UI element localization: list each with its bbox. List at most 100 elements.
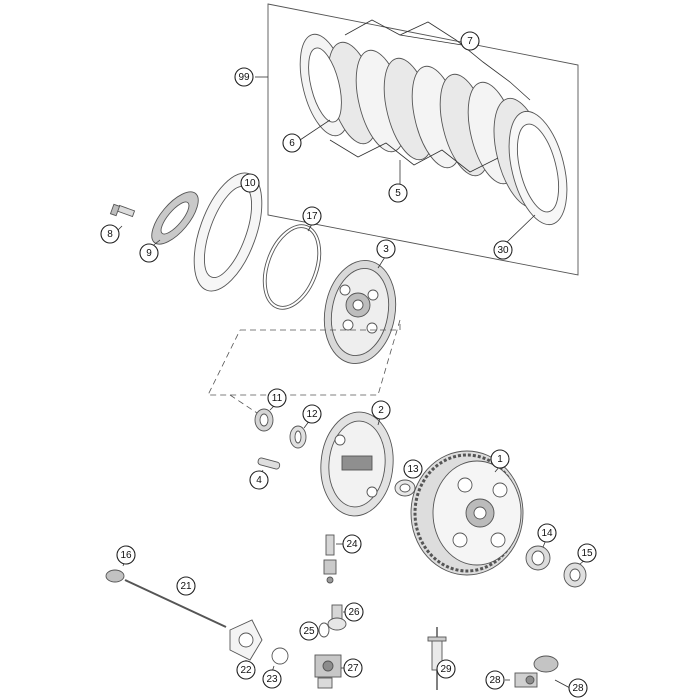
callout-5: 5 (388, 183, 408, 203)
callout-circle (371, 400, 391, 420)
callout-circle (403, 459, 423, 479)
callout-number: 22 (240, 665, 252, 676)
banjo-bolt-part (327, 604, 347, 631)
callout-circle (176, 576, 196, 596)
callout-circle (236, 660, 256, 680)
callout-6: 6 (282, 133, 302, 153)
bracket-lines (255, 19, 536, 243)
callout-28: 28 (568, 678, 588, 698)
callout-circle (240, 173, 260, 193)
callout-27: 27 (343, 658, 363, 678)
washer-part (394, 479, 416, 497)
callout-16: 16 (116, 545, 136, 565)
callout-circle (116, 545, 136, 565)
callout-2: 2 (371, 400, 391, 420)
gasket-part (229, 619, 263, 661)
callout-number: 16 (120, 550, 132, 561)
slave-cylinder-part (314, 654, 342, 689)
callout-circle (299, 621, 319, 641)
thrust-washer-part (289, 425, 307, 449)
callout-number: 24 (346, 539, 358, 550)
callout-25: 25 (299, 621, 319, 641)
callout-circle (342, 534, 362, 554)
callout-number: 28 (572, 683, 584, 694)
callout-30: 30 (493, 240, 513, 260)
callout-17: 17 (302, 206, 322, 226)
callout-circle (249, 470, 269, 490)
callout-number: 9 (146, 248, 152, 259)
needle-cage-part (525, 545, 551, 571)
callout-number: 14 (541, 528, 553, 539)
callout-8: 8 (100, 224, 120, 244)
clutch-master-cylinder-part (514, 655, 559, 688)
callout-4: 4 (249, 470, 269, 490)
callout-circle (485, 670, 505, 690)
callout-circle (460, 31, 480, 51)
small-o-ring-part (271, 647, 289, 665)
callout-circle (388, 183, 408, 203)
assembly-dash-line (207, 319, 401, 396)
primary-gear-part (410, 450, 524, 576)
callout-3: 3 (376, 239, 396, 259)
callout-9: 9 (139, 243, 159, 263)
outer-clutch-hub-part (320, 411, 394, 517)
callout-number: 25 (303, 626, 315, 637)
bleeder-valve-part (323, 534, 337, 584)
callout-number: 6 (289, 138, 295, 149)
bolt-part (109, 203, 136, 218)
callout-number: 11 (272, 393, 283, 404)
callout-22: 22 (236, 660, 256, 680)
callout-circle (302, 404, 322, 424)
callout-29: 29 (436, 659, 456, 679)
callout-circle (568, 678, 588, 698)
callout-number: 26 (348, 607, 360, 618)
callout-circle (267, 388, 287, 408)
push-rod-part (105, 569, 227, 628)
callout-number: 12 (306, 409, 318, 420)
callout-23: 23 (262, 669, 282, 689)
callout-11: 11 (267, 388, 287, 408)
callout-number: 7 (467, 36, 473, 47)
callout-13: 13 (403, 459, 423, 479)
callout-circle (344, 602, 364, 622)
callout-circle (282, 133, 302, 153)
callout-circle (100, 224, 120, 244)
callout-circle (490, 449, 510, 469)
callout-number: 1 (497, 454, 503, 465)
callout-number: 4 (256, 475, 262, 486)
callout-number: 29 (440, 664, 452, 675)
callout-number: 23 (266, 674, 278, 685)
callout-number: 17 (306, 211, 318, 222)
needle-bearing-part (151, 191, 199, 245)
callout-21: 21 (176, 576, 196, 596)
callout-number: 27 (347, 663, 359, 674)
callout-number: 8 (107, 229, 113, 240)
bushing-part (254, 408, 274, 432)
sealing-ring-part (318, 622, 330, 638)
callout-number: 30 (497, 245, 509, 256)
callout-number: 28 (489, 675, 501, 686)
callout-7: 7 (460, 31, 480, 51)
callout-circle (376, 239, 396, 259)
pressure-disk-part (193, 172, 263, 292)
callout-circle (302, 206, 322, 226)
callout-10: 10 (240, 173, 260, 193)
callout-14: 14 (537, 523, 557, 543)
callout-circle (493, 240, 513, 260)
callout-number: 5 (395, 188, 401, 199)
callout-number: 2 (378, 405, 384, 416)
bleed-syringe-part (427, 627, 447, 690)
clutch-hub-part (323, 259, 397, 365)
callout-28: 28 (485, 670, 505, 690)
callout-number: 3 (383, 244, 389, 255)
spacer-bushing-part (563, 562, 587, 588)
callout-number: 13 (407, 464, 419, 475)
callout-26: 26 (344, 602, 364, 622)
callout-circle (343, 658, 363, 678)
callout-number: 15 (581, 548, 593, 559)
callout-99: 99 (234, 67, 254, 87)
callout-12: 12 (302, 404, 322, 424)
pin-part (257, 457, 281, 470)
